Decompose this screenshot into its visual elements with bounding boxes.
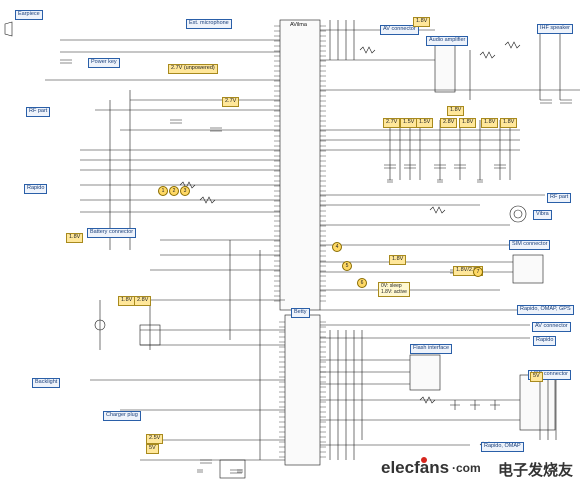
- battery-connector-label: Battery connector: [87, 228, 137, 238]
- voltage-tag: 2.8V: [440, 118, 458, 128]
- charger-plug-label: Charger plug: [103, 411, 141, 421]
- voltage-tag: 1.5V: [400, 118, 418, 128]
- rf-part-right-label: RF part: [547, 193, 572, 203]
- voltage-tag: 5V: [146, 444, 159, 454]
- betty-chip-label: Betty: [291, 308, 310, 318]
- marker-circle: 7: [473, 267, 483, 277]
- power-key-label: Power key: [88, 58, 120, 68]
- audio-amplifier-label: Audio amplifier: [426, 36, 469, 46]
- watermark-brand: elecfans: [381, 458, 450, 477]
- rapido-2-label: Rapido: [533, 336, 557, 346]
- watermark-chinese: 电子发烧友: [498, 462, 574, 479]
- earpiece-label: Earpiece: [15, 10, 43, 20]
- ext-microphone-label: Ext. microphone: [186, 19, 232, 29]
- flash-interface-label: Flash interface: [410, 344, 453, 354]
- voltage-tag: 1.5V: [416, 118, 434, 128]
- watermark-domain: ·com: [452, 461, 481, 475]
- marker-circle: 1: [158, 186, 168, 196]
- voltage-tag: 5V: [530, 372, 543, 382]
- marker-circle: 2: [169, 186, 179, 196]
- rapido-omap-gps-label: Rapido, OMAP, GPS: [517, 305, 574, 315]
- watermark-dot-icon: [421, 457, 427, 463]
- av-connector-2-label: AV connector: [532, 322, 571, 332]
- marker-circle: 3: [180, 186, 190, 196]
- ihf-speaker-label: IHF speaker: [537, 24, 573, 34]
- backlight-label: Backlight: [32, 378, 61, 388]
- voltage-tag: 1.8V: [389, 255, 407, 265]
- voltage-tag: 1.8V: [459, 118, 477, 128]
- voltage-tag: 2.8V: [134, 296, 152, 306]
- voltage-tag: 1.8V: [447, 106, 465, 116]
- voltage-tag: 2.5V: [146, 434, 164, 444]
- marker-circle: 4: [332, 242, 342, 252]
- vibra-label: Vibra: [533, 210, 552, 220]
- sleep-active-note: 0V: sleep 1.8V: active: [378, 282, 410, 297]
- voltage-tag: 2.7V: [383, 118, 401, 128]
- rapido-label: Rapido: [24, 184, 48, 194]
- rapido-omap-label: Rapido, OMAP: [481, 442, 524, 452]
- voltage-tag: 2.7V: [222, 97, 240, 107]
- av-connector-label: AV connector: [380, 25, 419, 35]
- voltage-tag: 1.8V: [481, 118, 499, 128]
- voltage-tag: 1.8V: [413, 17, 431, 27]
- marker-circle: 6: [357, 278, 367, 288]
- voltage-tag: 1.8V: [118, 296, 136, 306]
- usb-connector-label: USB connector: [528, 370, 571, 380]
- rf-part-top-label: RF part: [26, 107, 51, 117]
- sim-connector-label: SIM connector: [509, 240, 551, 250]
- voltage-tag: 1.8V: [500, 118, 518, 128]
- voltage-tag: 1.8V: [66, 233, 84, 243]
- voltage-tag-unpowered: 2.7V (unpowered): [168, 64, 218, 74]
- avilma-chip-label: AVilma: [290, 22, 307, 28]
- marker-circle: 5: [342, 261, 352, 271]
